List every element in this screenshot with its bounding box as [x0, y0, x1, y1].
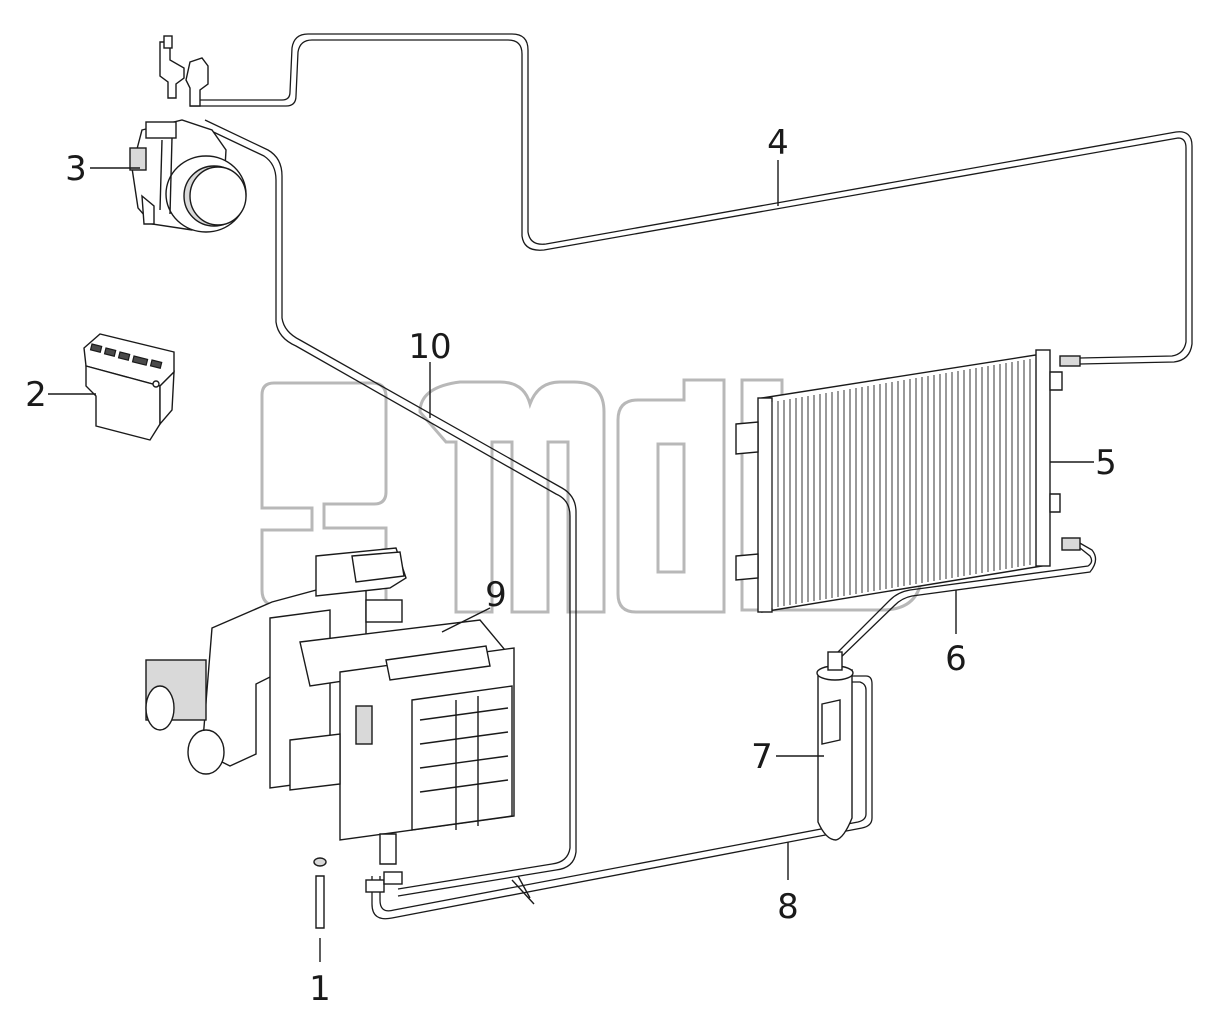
callout-9: 9 [485, 575, 507, 615]
callout-7: 7 [751, 737, 773, 777]
callout-5: 5 [1095, 443, 1117, 483]
condenser-fins [771, 359, 1031, 608]
callout-8: 8 [777, 887, 799, 927]
suction-hose-10 [204, 119, 577, 897]
callout-2: 2 [25, 375, 47, 415]
condenser-pipe-6 [829, 541, 1097, 663]
climate-control-panel [83, 333, 175, 441]
callout-labels: 1 2 3 4 5 6 7 8 9 10 [25, 123, 1117, 1009]
condenser [735, 349, 1081, 613]
callout-4: 4 [767, 123, 789, 163]
callout-3: 3 [65, 149, 87, 189]
pressure-hose-4 [190, 33, 1193, 365]
clamp-grommet [313, 857, 327, 929]
callout-6: 6 [945, 639, 967, 679]
hvac-heater-unit [145, 547, 515, 893]
callout-1: 1 [309, 969, 331, 1009]
hvac-grille [419, 696, 509, 830]
callout-10: 10 [408, 327, 451, 367]
leader-lines [48, 160, 1094, 962]
liquid-line-8 [371, 675, 873, 920]
ac-compressor [129, 35, 247, 233]
receiver-drier [816, 651, 854, 841]
